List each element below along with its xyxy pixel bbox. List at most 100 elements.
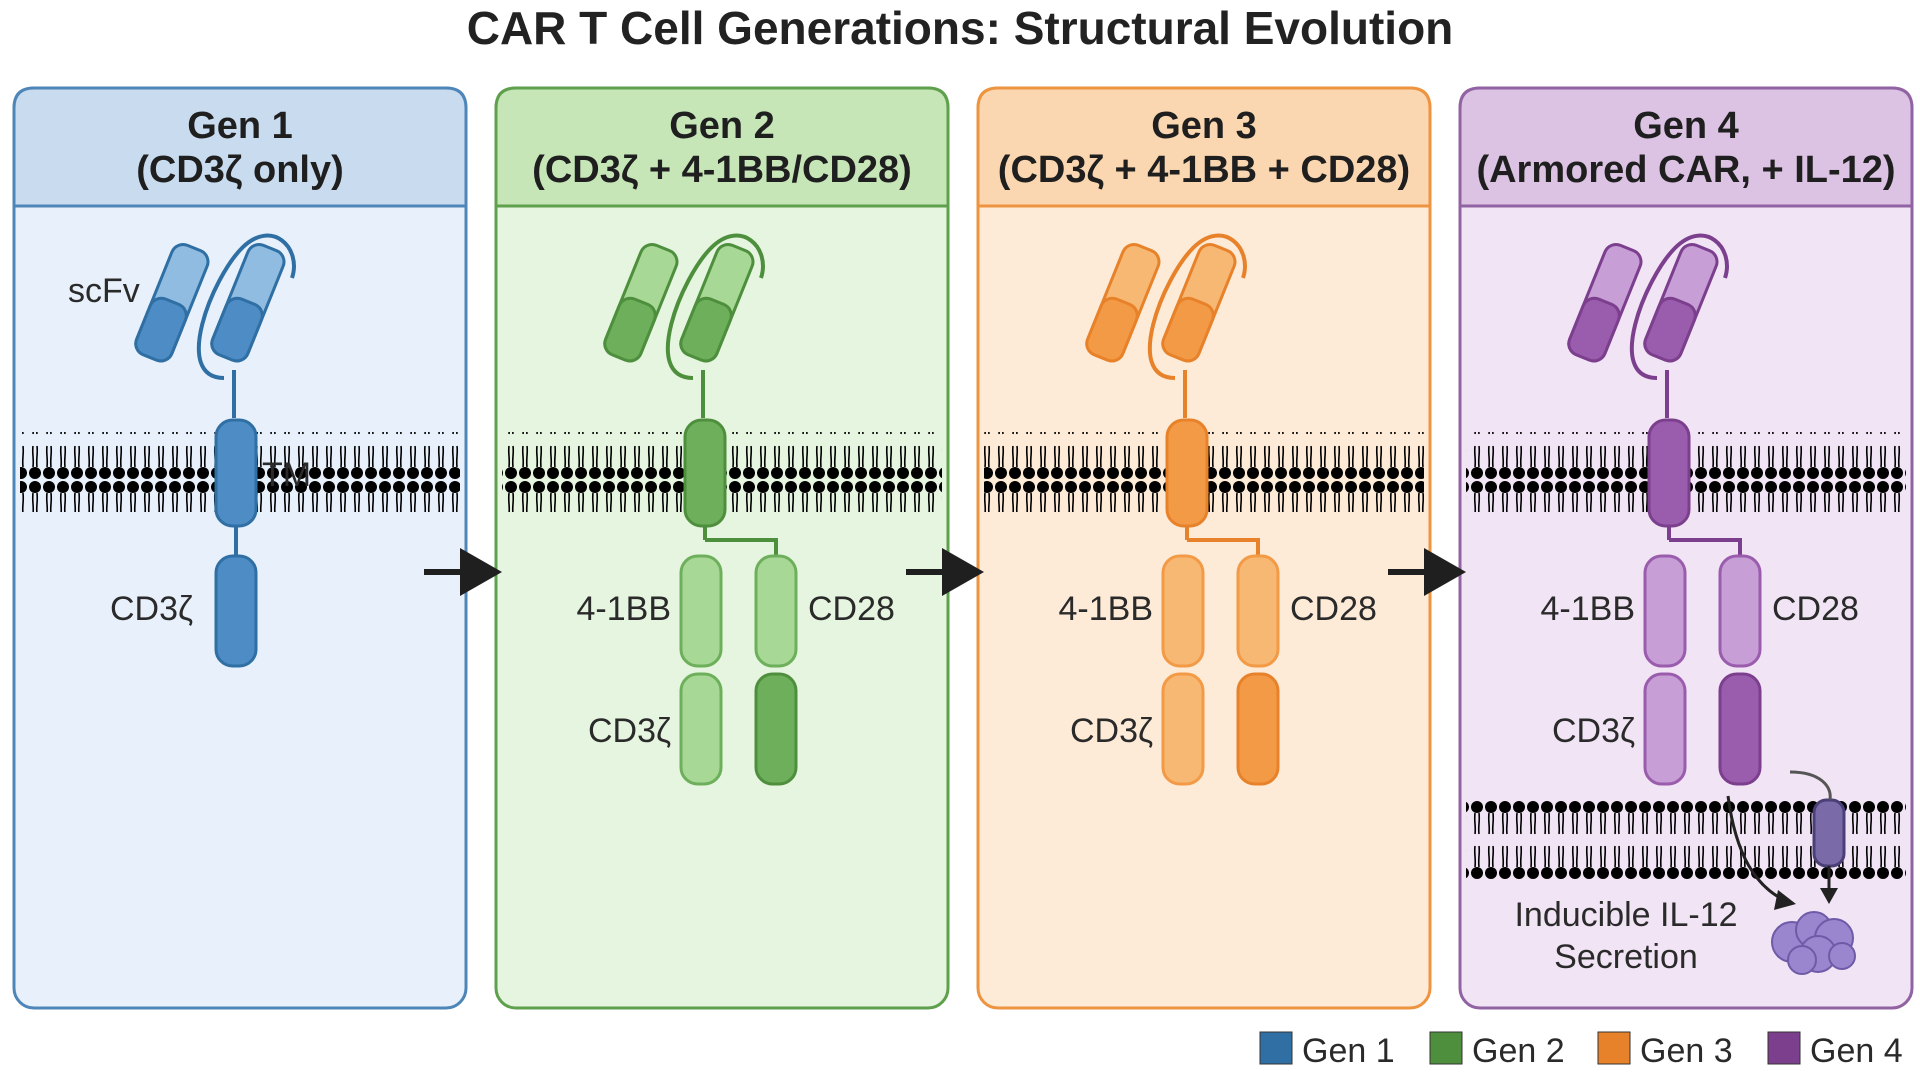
- panel-subtitle: (CD3ζ + 4-1BB/CD28): [532, 149, 912, 191]
- scfv-chain-2: [1161, 243, 1237, 363]
- il12-lobe: [1787, 945, 1817, 975]
- down-arrow-head: [1820, 888, 1838, 904]
- scfv-chain-dark: [1567, 296, 1621, 363]
- panel-header: [12, 86, 468, 208]
- cd3z-right-domain: [1236, 672, 1280, 786]
- legend-swatch: [1259, 1031, 1293, 1065]
- panel-header: [494, 86, 950, 208]
- costim-right-label: CD28: [808, 590, 895, 628]
- scfv-chain-2: [1643, 243, 1719, 363]
- legend-item: Gen 4: [1767, 1031, 1903, 1070]
- tail-linker: [1667, 526, 1742, 556]
- cd3z-left-domain: [679, 672, 723, 786]
- scfv-chain-1: [134, 243, 210, 363]
- scfv-chain-1: [1567, 243, 1643, 363]
- il12-lobe: [1828, 942, 1856, 970]
- scfv-label: scFv: [68, 272, 140, 310]
- scfv-chain-dark: [603, 296, 657, 363]
- costim-right-domain: [1236, 554, 1280, 668]
- tail-linker: [1185, 526, 1260, 556]
- scfv-linker: [1629, 233, 1729, 380]
- arrow-right-icon: [424, 548, 502, 596]
- scfv-chain-1: [1085, 243, 1161, 363]
- scfv-linker: [1147, 233, 1247, 380]
- scfv-chain-dark: [134, 296, 188, 363]
- transmembrane-domain: [683, 418, 727, 528]
- progression-arrows: [424, 548, 1466, 596]
- panel-background: [494, 86, 950, 1010]
- il12-protein-icon: [1771, 911, 1856, 975]
- arrow-head: [460, 548, 502, 596]
- cd3z-right-domain: [1718, 672, 1762, 786]
- scfv-domain: [134, 233, 296, 418]
- tm-label: TM: [262, 456, 311, 494]
- panel-title: Gen 4: [1633, 105, 1739, 147]
- cd3z-label: CD3ζ: [1552, 712, 1635, 750]
- cd3z-left-domain: [1161, 672, 1205, 786]
- cd3z-domain: [214, 554, 258, 668]
- cd3z-left-domain: [1643, 672, 1687, 786]
- costim-left-label: 4-1BB: [1541, 590, 1636, 628]
- tail-linker: [703, 526, 778, 556]
- transmembrane-domain: [1165, 418, 1209, 528]
- channel-arrow-curve: [1789, 770, 1832, 801]
- scfv-linker: [196, 233, 296, 380]
- scfv-linker: [665, 233, 765, 380]
- arrow-right-icon: [906, 548, 984, 596]
- transmembrane-domain: [214, 418, 258, 528]
- legend-label: Gen 2: [1472, 1032, 1565, 1070]
- scfv-chain-dark: [210, 296, 264, 363]
- scfv-chain-1: [603, 243, 679, 363]
- legend-swatch: [1597, 1031, 1631, 1065]
- scfv-chain-dark: [679, 296, 733, 363]
- panel-subtitle: (CD3ζ + 4-1BB + CD28): [998, 149, 1410, 191]
- panel-background: [12, 86, 468, 1010]
- costim-left-domain: [679, 554, 723, 668]
- transmembrane-domain: [1647, 418, 1691, 528]
- costim-right-domain: [1718, 554, 1762, 668]
- legend-item: Gen 3: [1597, 1031, 1733, 1070]
- panel-subtitle: (CD3ζ only): [136, 149, 344, 191]
- panel-title: Gen 3: [1151, 105, 1257, 147]
- il12-secretion-pathway: [1726, 770, 1856, 975]
- panel-title: Gen 2: [669, 105, 775, 147]
- legend: Gen 1 Gen 2 Gen 3 Gen 4: [1259, 1031, 1903, 1070]
- panel-title: Gen 1: [187, 105, 293, 147]
- panel-header: [976, 86, 1432, 208]
- costim-left-label: 4-1BB: [1059, 590, 1154, 628]
- secretion-channel: [1812, 798, 1846, 868]
- curved-arrow-head: [1774, 890, 1796, 910]
- cd3z-label: CD3ζ: [110, 590, 193, 628]
- cd3z-right-domain: [754, 672, 798, 786]
- scfv-chain-dark: [1085, 296, 1139, 363]
- scfv-chain-dark: [1643, 296, 1697, 363]
- legend-label: Gen 3: [1640, 1032, 1733, 1070]
- arrow-head: [942, 548, 984, 596]
- arrow-right-icon: [1388, 548, 1466, 596]
- secretion-label-line1: Inducible IL-12: [1514, 896, 1737, 934]
- costim-left-domain: [1161, 554, 1205, 668]
- legend-label: Gen 1: [1302, 1032, 1395, 1070]
- legend-swatch: [1767, 1031, 1801, 1065]
- costim-left-domain: [1643, 554, 1687, 668]
- scfv-domain: [1567, 233, 1729, 418]
- arrow-head: [1424, 548, 1466, 596]
- secretion-label-line2: Secretion: [1554, 938, 1698, 976]
- scfv-chain-2: [210, 243, 286, 363]
- curved-arrow-line: [1726, 795, 1785, 902]
- legend-label: Gen 4: [1810, 1032, 1903, 1070]
- cd3z-label: CD3ζ: [588, 712, 671, 750]
- scfv-domain: [603, 233, 765, 418]
- panel-header: [1458, 86, 1914, 208]
- scfv-domain: [1085, 233, 1247, 418]
- costim-right-domain: [754, 554, 798, 668]
- page-title: CAR T Cell Generations: Structural Evolu…: [467, 2, 1454, 54]
- costim-right-label: CD28: [1290, 590, 1377, 628]
- cd3z-label: CD3ζ: [1070, 712, 1153, 750]
